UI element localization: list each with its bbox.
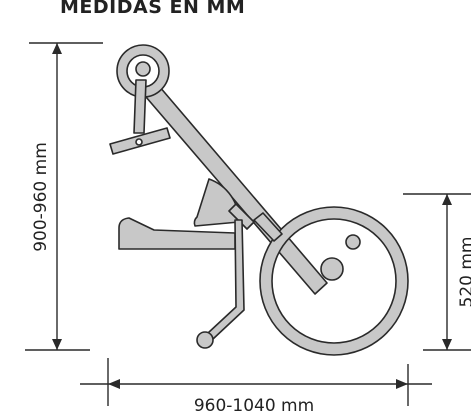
diagram-title: MEDIDAS EN MM	[60, 0, 245, 18]
handbike-drawing	[109, 44, 409, 356]
front-wheel	[259, 206, 409, 356]
wheel-hub	[320, 257, 344, 281]
anti-tip-wheel	[196, 331, 214, 349]
height-dimension-label: 900-960 mm	[31, 142, 51, 252]
wheel-bolt	[345, 234, 361, 250]
clamp-lower	[253, 212, 283, 242]
dimension-lines	[25, 42, 471, 406]
grip-pivot	[135, 138, 143, 146]
length-dimension-label: 960-1040 mm	[194, 396, 314, 416]
wheel-height-dimension-label: 520 mm	[457, 237, 471, 308]
crank-arm	[133, 79, 147, 134]
crank-axle	[135, 61, 151, 77]
